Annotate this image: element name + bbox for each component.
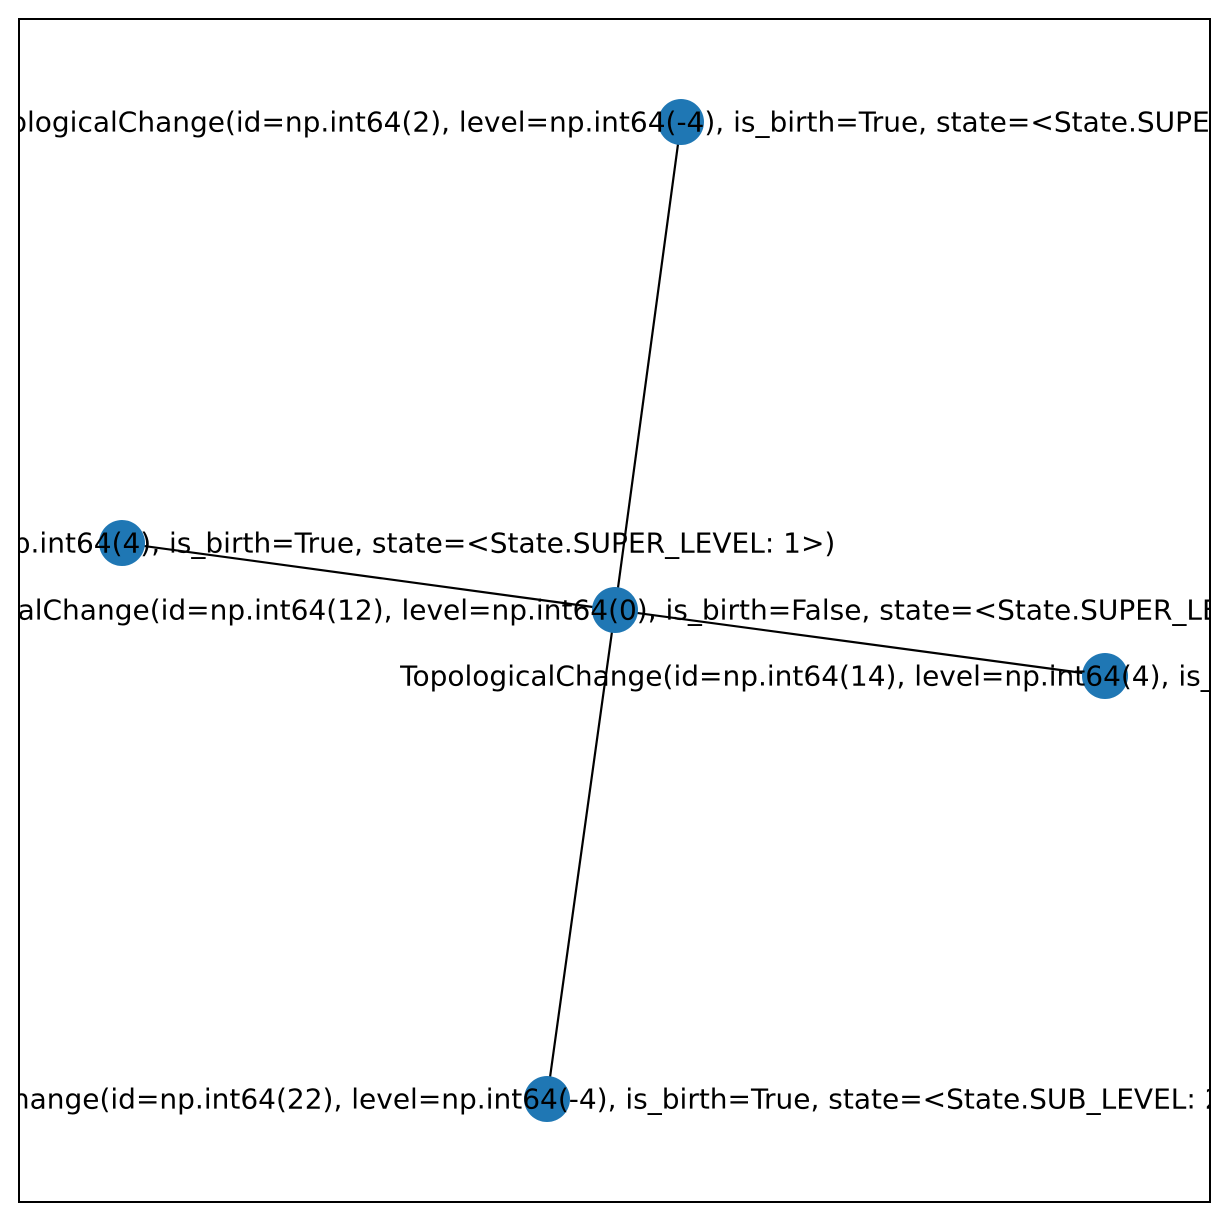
node-n14: [1082, 653, 1128, 699]
plot-area: TopologicalChange(id=np.int64(2), level=…: [0, 99, 1228, 1122]
node-n22: [524, 1076, 570, 1122]
edges: [121, 121, 1106, 1100]
node-labels: TopologicalChange(id=np.int64(2), level=…: [0, 106, 1228, 1116]
node-label-n22: TopologicalChange(id=np.int64(22), level…: [0, 1083, 1228, 1116]
node-label-n4: TopologicalChange(id=np.int64(4), level=…: [0, 527, 835, 560]
node-n2: [658, 99, 704, 145]
edge-n12-n2: [613, 121, 683, 611]
edge-n12-n22: [545, 609, 617, 1100]
plot-frame: [18, 18, 1211, 1203]
node-n4: [99, 520, 145, 566]
node-n12: [592, 587, 638, 633]
node-label-n12: TopologicalChange(id=np.int64(12), level…: [0, 594, 1228, 627]
nodes: [99, 99, 1128, 1122]
edge-n12-n4: [121, 541, 616, 612]
edge-n12-n14: [614, 608, 1106, 678]
node-label-n14: TopologicalChange(id=np.int64(14), level…: [399, 660, 1228, 693]
node-label-n2: TopologicalChange(id=np.int64(2), level=…: [0, 106, 1228, 139]
